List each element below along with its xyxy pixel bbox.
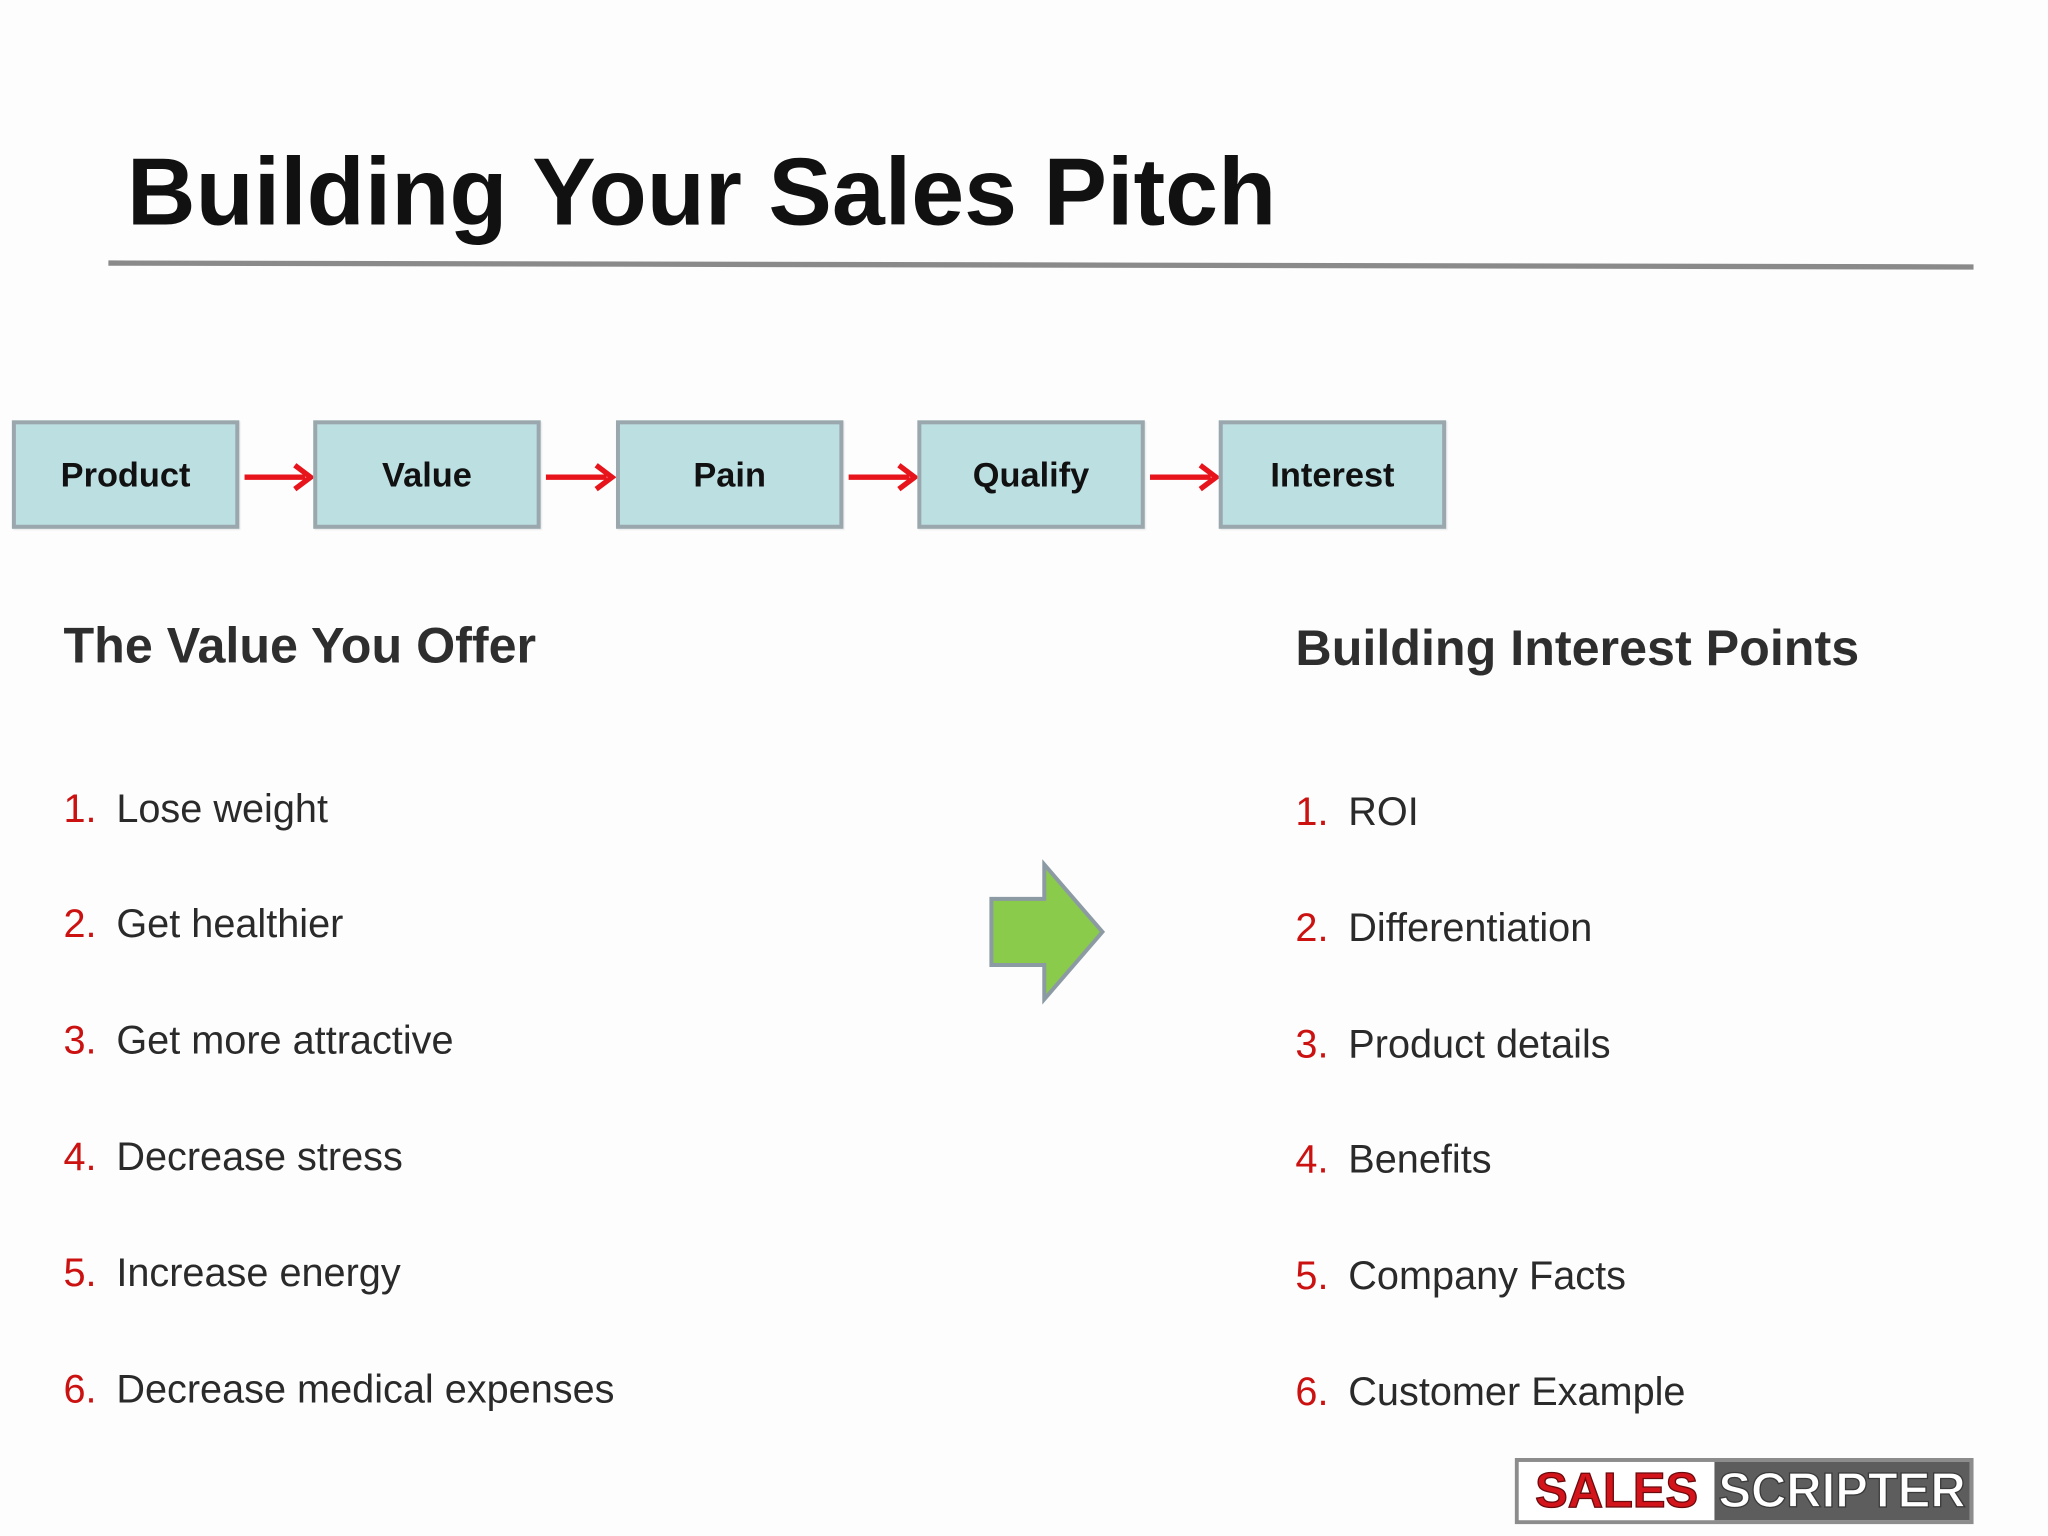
list-item: 3. Get more attractive (63, 1015, 453, 1068)
list-text: Decrease stress (116, 1135, 403, 1180)
list-item: 3. Product details (1295, 1019, 1610, 1072)
flow-step-pain: Pain (615, 420, 844, 529)
value-heading: The Value You Offer (63, 618, 537, 675)
list-item: 6. Customer Example (1295, 1367, 1685, 1420)
list-item: 2. Differentiation (1295, 903, 1592, 956)
list-number: 6. (63, 1368, 97, 1412)
list-number: 2. (63, 902, 97, 947)
list-text: Differentiation (1348, 906, 1593, 951)
flow-step-interest: Interest (1218, 420, 1447, 529)
list-number: 6. (1295, 1370, 1329, 1415)
list-number: 1. (1295, 790, 1329, 835)
flow-arrow-icon (244, 463, 316, 492)
list-text: Company Facts (1348, 1254, 1626, 1299)
list-number: 3. (1295, 1023, 1329, 1067)
list-text: Product details (1348, 1023, 1611, 1067)
interest-heading: Building Interest Points (1295, 621, 1860, 677)
process-flow: Product Value Pain Qualify Interest (0, 0, 2046, 555)
list-number: 4. (63, 1135, 97, 1180)
list-item: 1. ROI (1295, 787, 1418, 840)
flow-arrow-icon (1150, 463, 1221, 492)
list-number: 5. (63, 1251, 97, 1296)
list-item: 5. Increase energy (63, 1248, 400, 1301)
list-text: Customer Example (1348, 1370, 1686, 1415)
list-number: 1. (63, 787, 97, 832)
flow-step-value: Value (313, 420, 541, 529)
right-arrow-icon (989, 859, 1106, 1005)
logo-sales-text: SALES (1518, 1461, 1715, 1521)
logo-scripter-text: SCRIPTER (1714, 1461, 1970, 1521)
list-text: Lose weight (116, 787, 328, 832)
list-item: 4. Decrease stress (63, 1132, 402, 1185)
flow-step-qualify: Qualify (917, 420, 1145, 529)
list-text: Benefits (1348, 1138, 1492, 1182)
slide-title: Building Your Sales Pitch (126, 140, 1277, 246)
list-item: 6. Decrease medical expenses (63, 1364, 614, 1417)
sales-scripter-logo: SALES SCRIPTER (1514, 1458, 1974, 1525)
list-number: 4. (1295, 1138, 1329, 1182)
list-text: Decrease medical expenses (116, 1368, 615, 1412)
flow-step-product: Product (11, 420, 240, 529)
list-number: 2. (1295, 906, 1329, 951)
list-item: 1. Lose weight (63, 784, 328, 837)
list-text: ROI (1348, 790, 1419, 835)
list-text: Get more attractive (116, 1019, 454, 1063)
list-item: 2. Get healthier (63, 899, 343, 952)
list-item: 4. Benefits (1295, 1134, 1491, 1187)
list-item: 5. Company Facts (1295, 1250, 1626, 1303)
flow-arrow-icon (545, 463, 617, 492)
list-number: 3. (63, 1019, 97, 1063)
list-text: Get healthier (116, 902, 344, 947)
list-text: Increase energy (116, 1251, 401, 1296)
list-number: 5. (1295, 1254, 1329, 1299)
flow-arrow-icon (848, 463, 920, 492)
